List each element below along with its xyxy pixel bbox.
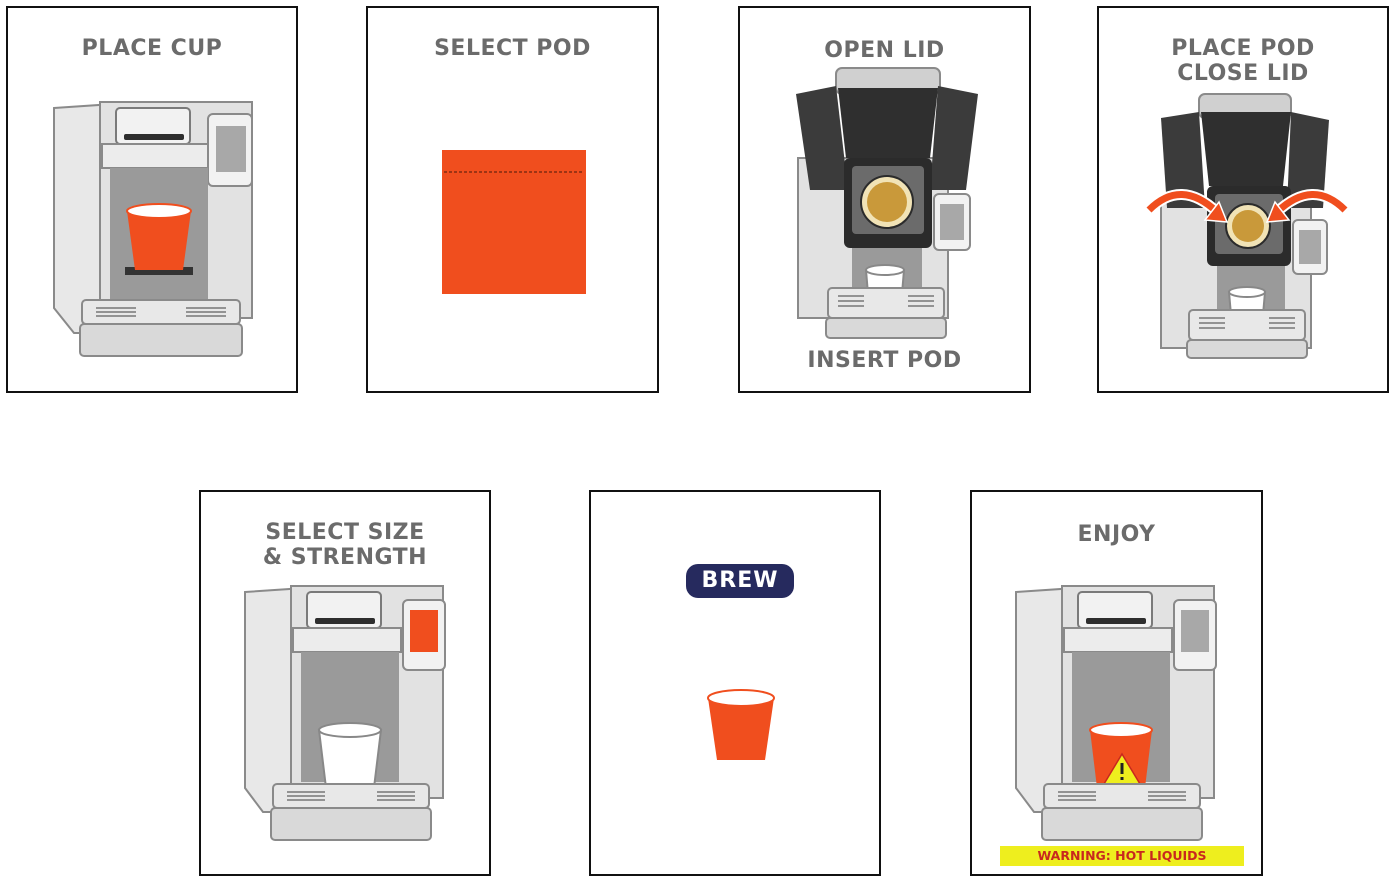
warning-banner: WARNING: HOT LIQUIDS <box>1000 846 1244 866</box>
coffee-maker-open-icon <box>740 8 1033 395</box>
coffee-maker-close-icon <box>1099 8 1391 395</box>
coffee-maker-icon <box>972 492 1265 878</box>
step-card-enjoy: ENJOY WARNING: HOT LIQUIDS <box>970 490 1263 876</box>
step-card-brew: BREW <box>589 490 881 876</box>
step-card-open-lid: OPEN LID INSERT POD <box>738 6 1031 393</box>
coffee-maker-icon <box>201 492 493 878</box>
coffee-maker-icon <box>8 8 300 395</box>
step-card-select-pod: SELECT POD <box>366 6 659 393</box>
pod-icon <box>368 8 661 395</box>
cup-icon <box>127 211 191 270</box>
cup-icon <box>591 492 883 878</box>
step-card-place-cup: PLACE CUP <box>6 6 298 393</box>
step-subtitle: INSERT POD <box>740 348 1029 373</box>
step-card-close-lid: PLACE POD CLOSE LID <box>1097 6 1389 393</box>
step-card-select-size: SELECT SIZE & STRENGTH <box>199 490 491 876</box>
